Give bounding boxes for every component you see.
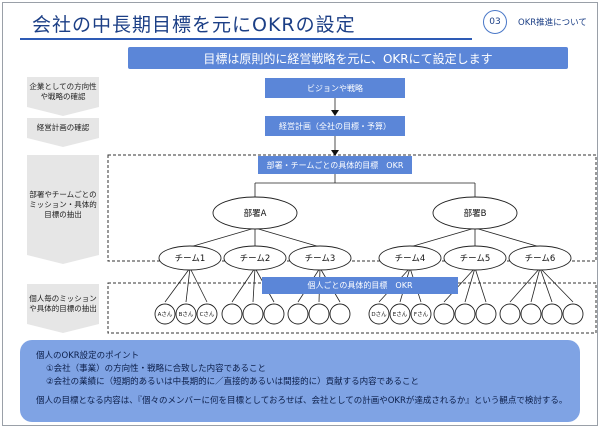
dept-a-node (212, 196, 298, 230)
person-b-label: Bさん (178, 312, 194, 318)
team-2-node (223, 245, 287, 271)
person-node (308, 303, 330, 325)
person-node (541, 303, 563, 325)
vision-box: ビジョンや戦略 (265, 78, 405, 98)
team-4-label: チーム4 (394, 254, 426, 264)
team-1-label: チーム1 (174, 254, 206, 264)
dept-b-node (432, 196, 518, 230)
person-node (562, 303, 584, 325)
dept-a-label: 部署A (243, 209, 267, 219)
person-e-node (389, 303, 411, 325)
person-e-label: Eさん (392, 312, 408, 318)
step-dept-goals: 部署やチームごとのミッション・具体的目標の抽出 (27, 155, 99, 255)
person-d-label: Dさん (371, 312, 387, 318)
policy-banner: 目標は原則的に経営戦略を元に、OKRにて設定します (128, 47, 568, 69)
person-a-label: Aさん (157, 312, 173, 318)
team-5-node (443, 245, 507, 271)
person-c-node (196, 303, 218, 325)
person-node (263, 303, 285, 325)
team-2-label: チーム2 (239, 254, 271, 264)
team-5-label: チーム5 (459, 254, 491, 264)
summary-text: 個人の目標となる内容は、『個々のメンバーに何を目標としておろせば、会社としての計… (36, 396, 568, 406)
team-6-node (508, 245, 572, 271)
person-node (499, 303, 521, 325)
dept-okr-box: 部署・チームごとの具体的目標 OKR (258, 156, 412, 174)
point-2: ②会社の業績に（短期的あるいは中長期的に／直接的あるいは間接的に）貢献する内容で… (46, 377, 420, 387)
team-6-label: チーム6 (524, 254, 556, 264)
section-tag: OKR推進について (518, 18, 587, 28)
step-direction: 企業としての方向性や戦略の確認 (27, 77, 99, 107)
person-node (242, 303, 264, 325)
business-plan-box: 経営計画（全社の目標・予算） (265, 116, 405, 136)
person-node (221, 303, 243, 325)
person-c-label: Cさん (199, 312, 215, 318)
okr-points-panel: 個人のOKR設定のポイント ①会社（事業）の方向性・戦略に合致した内容であること… (20, 340, 580, 422)
page-title: 会社の中長期目標を元にOKRの設定 (32, 14, 356, 36)
step-indiv-goals: 個人毎のミッションや具体的目標の抽出 (27, 284, 99, 324)
point-1: ①会社（事業）の方向性・戦略に合致した内容であること (46, 364, 267, 374)
team-4-node (378, 245, 442, 271)
person-a-node (154, 303, 176, 325)
title-divider (20, 38, 472, 40)
person-b-node (175, 303, 197, 325)
person-node (329, 303, 351, 325)
indiv-okr-box: 個人ごとの具体的目標 OKR (262, 277, 458, 294)
page-number-badge: 03 (483, 10, 507, 34)
person-d-node (368, 303, 390, 325)
step-plan: 経営計画の確認 (27, 118, 99, 138)
team-1-node (158, 245, 222, 271)
person-node (475, 303, 497, 325)
person-f-label: Fさん (413, 312, 429, 318)
person-f-node (410, 303, 432, 325)
points-heading: 個人のOKR設定のポイント (36, 351, 140, 361)
dept-b-label: 部署B (463, 209, 487, 219)
person-node (287, 303, 309, 325)
person-node (520, 303, 542, 325)
person-node (433, 303, 455, 325)
team-3-label: チーム3 (304, 254, 336, 264)
team-3-node (288, 245, 352, 271)
person-node (454, 303, 476, 325)
